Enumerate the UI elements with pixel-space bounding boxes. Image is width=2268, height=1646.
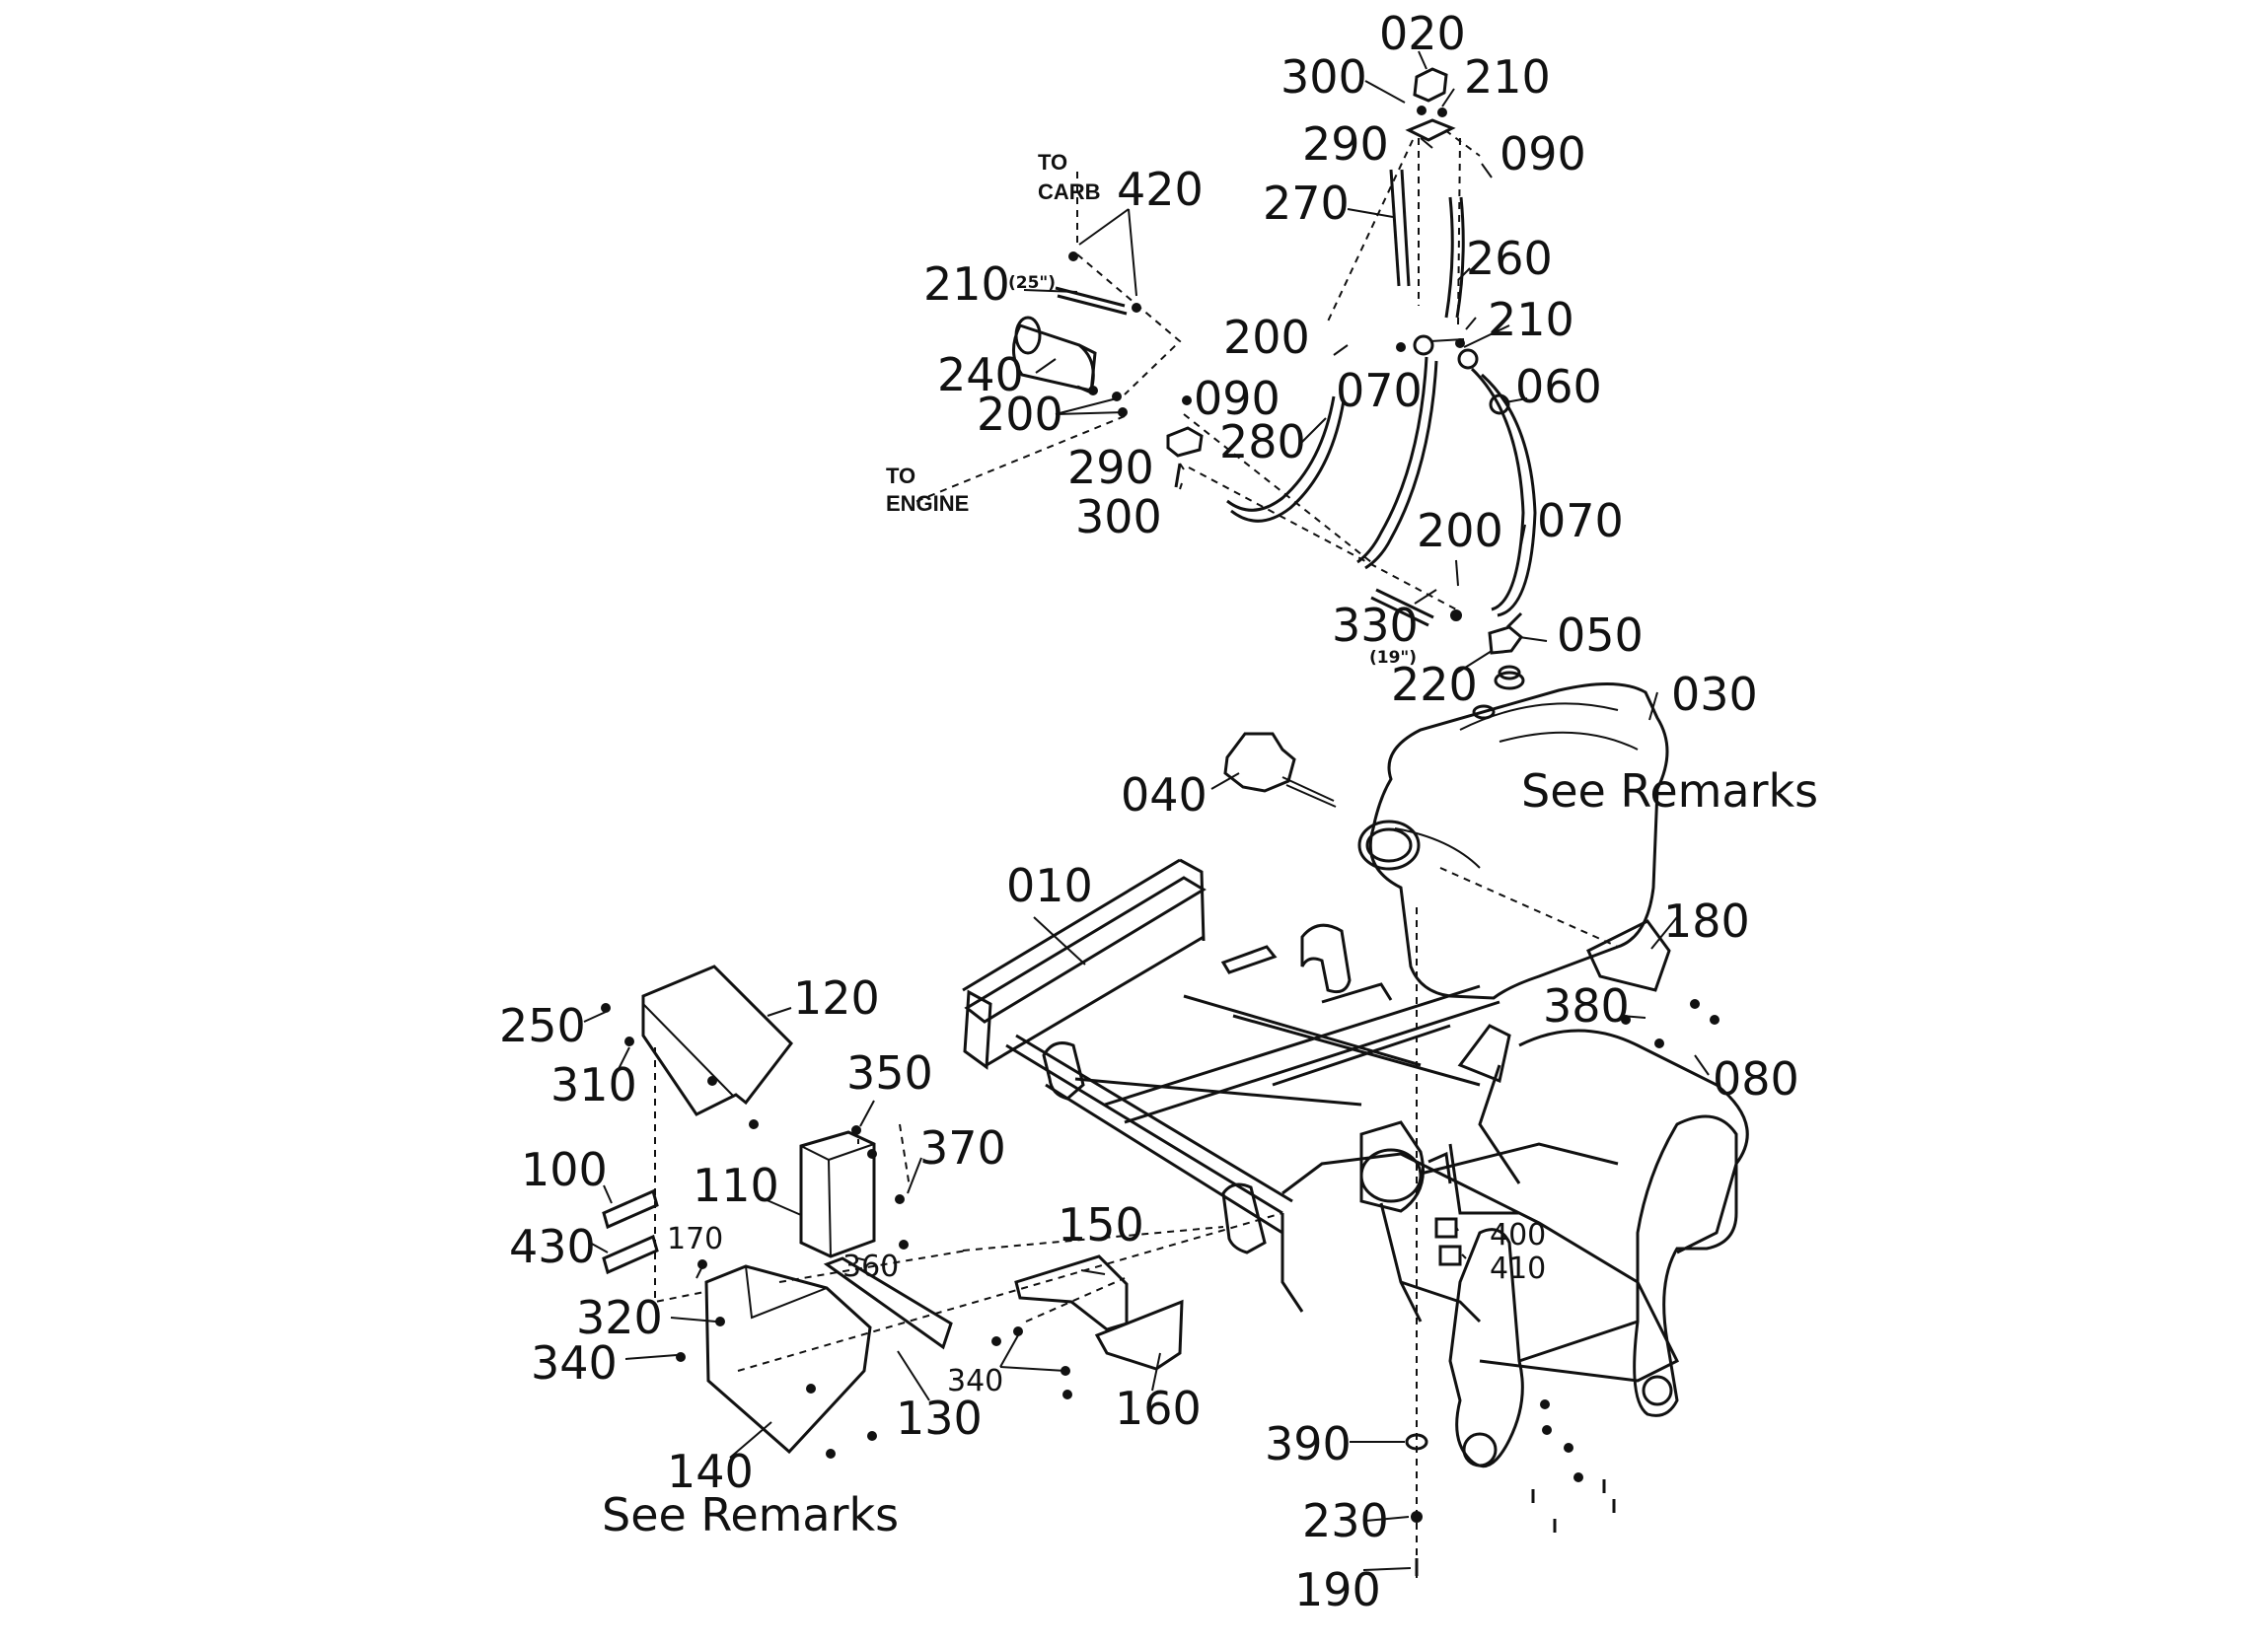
callout-070: 070 <box>1336 364 1423 417</box>
callout-330: 330 <box>1332 599 1419 652</box>
callout-210: 210 <box>1464 50 1551 104</box>
callout-length-25: (25") <box>1008 273 1056 293</box>
callout-270: 270 <box>1263 177 1350 230</box>
callout-220: 220 <box>1391 658 1478 711</box>
callout-200: 200 <box>1223 311 1310 364</box>
callout-160: 160 <box>1115 1382 1202 1435</box>
callout-300: 300 <box>1280 50 1367 104</box>
callout-070: 070 <box>1537 494 1624 547</box>
callout-350: 350 <box>846 1046 933 1100</box>
to-carb-label-line2: CARB <box>1038 179 1101 204</box>
remarks-box: See Remarks <box>602 1488 899 1541</box>
callout-410: 410 <box>1490 1252 1546 1286</box>
callout-010: 010 <box>1006 859 1093 912</box>
callout-090: 090 <box>1500 127 1586 180</box>
callout-110: 110 <box>693 1159 779 1212</box>
callout-230: 230 <box>1302 1494 1389 1547</box>
callout-060: 060 <box>1515 360 1602 413</box>
callout-340: 340 <box>531 1336 618 1390</box>
callout-310: 310 <box>550 1058 637 1111</box>
callout-240: 240 <box>937 348 1024 401</box>
main-frame <box>962 858 1749 1533</box>
callout-100: 100 <box>521 1143 608 1196</box>
callout-150: 150 <box>1058 1198 1144 1252</box>
callout-360: 360 <box>842 1250 899 1284</box>
callout-290: 290 <box>1302 117 1389 171</box>
callout-280: 280 <box>1219 415 1306 468</box>
callout-290: 290 <box>1067 441 1154 494</box>
callout-050: 050 <box>1557 608 1644 662</box>
callout-390: 390 <box>1265 1417 1352 1470</box>
callout-labels: 020 300 210 290 090 270 260 420 210 (25"… <box>499 7 1818 1616</box>
callout-180: 180 <box>1663 895 1750 948</box>
leader-lines <box>583 50 1710 1571</box>
callout-090: 090 <box>1194 372 1280 425</box>
callout-040: 040 <box>1121 768 1207 822</box>
to-carb-label-line1: TO <box>1038 150 1067 175</box>
callout-430: 430 <box>509 1220 596 1273</box>
to-engine-label-line2: ENGINE <box>886 491 969 516</box>
callout-400: 400 <box>1490 1218 1546 1252</box>
callout-340: 340 <box>947 1364 1003 1398</box>
callout-260: 260 <box>1466 232 1553 285</box>
fuel-tank <box>1223 682 1719 1048</box>
callout-080: 080 <box>1713 1052 1799 1106</box>
to-engine-label-line1: TO <box>886 464 915 488</box>
callout-210: 210 <box>1488 293 1574 346</box>
callout-190: 190 <box>1294 1563 1381 1616</box>
callout-250: 250 <box>499 999 586 1052</box>
callout-200: 200 <box>977 388 1063 441</box>
battery-assembly <box>601 907 1428 1578</box>
callout-380: 380 <box>1543 979 1630 1033</box>
callout-130: 130 <box>896 1392 983 1445</box>
callout-120: 120 <box>793 971 880 1025</box>
callout-200: 200 <box>1417 504 1503 557</box>
callout-length-19: (19") <box>1369 648 1417 668</box>
callout-170: 170 <box>667 1222 723 1256</box>
callout-300: 300 <box>1075 490 1162 543</box>
callout-420: 420 <box>1117 163 1204 216</box>
callout-320: 320 <box>576 1291 663 1344</box>
callout-020: 020 <box>1379 7 1466 60</box>
callout-140: 140 <box>667 1445 754 1498</box>
remarks-tank: See Remarks <box>1521 764 1818 818</box>
callout-210: 210 <box>923 257 1010 311</box>
fuel-line-assembly <box>912 67 1537 690</box>
callout-030: 030 <box>1671 668 1758 721</box>
callout-370: 370 <box>919 1121 1006 1175</box>
